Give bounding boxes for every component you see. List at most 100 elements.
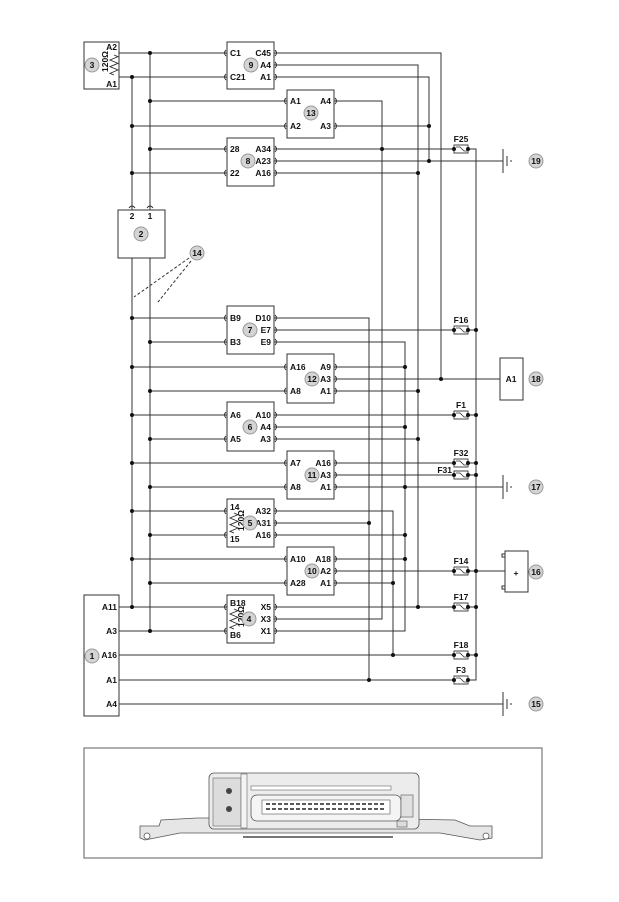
junction-dot	[452, 569, 456, 573]
pin-label: A3	[320, 374, 331, 384]
connector-plug-icon	[274, 603, 277, 611]
connector-plug-icon	[334, 122, 337, 130]
junction-dot	[130, 413, 134, 417]
junction-dot	[474, 413, 478, 417]
connector-socket-icon	[224, 314, 227, 322]
pin-label: E7	[261, 325, 272, 335]
pin-label: A1	[290, 96, 301, 106]
resistor-icon	[228, 512, 240, 534]
junction-dot	[416, 389, 420, 393]
fuse-label: F16	[454, 315, 469, 325]
fuse-icon	[453, 650, 469, 660]
fuse-icon	[453, 566, 469, 576]
junction-dot	[466, 473, 470, 477]
pin-label: A9	[320, 362, 331, 372]
fuse-link	[456, 472, 467, 478]
pin-label: A8	[290, 386, 301, 396]
fuse-link	[456, 677, 467, 683]
pin-label: A4	[260, 422, 271, 432]
pin-label: 14	[230, 502, 240, 512]
component-number-badge	[189, 245, 205, 261]
junction-dot	[474, 569, 478, 573]
junction-dot	[403, 425, 407, 429]
connector-socket-icon	[146, 205, 154, 209]
connector-socket-icon	[224, 411, 227, 419]
component-number: 3	[90, 60, 95, 70]
pin-label: A31	[255, 518, 271, 528]
pin-label: A16	[255, 530, 271, 540]
junction-dot	[403, 557, 407, 561]
pin-label: A2	[106, 42, 117, 52]
fuse-label: F3	[456, 665, 466, 675]
fuse-icon	[453, 470, 469, 480]
pin-label: A2	[290, 121, 301, 131]
pin-label: E9	[261, 337, 272, 347]
fuse-link	[456, 412, 467, 418]
junction-dot	[148, 533, 152, 537]
component-number: 5	[248, 518, 253, 528]
junction-dot	[427, 124, 431, 128]
pin-label: A4	[320, 96, 331, 106]
connector-plug-icon	[274, 73, 277, 81]
junction-dot	[148, 51, 152, 55]
connector-socket-icon	[284, 483, 287, 491]
junction-dot	[130, 171, 134, 175]
fuse-link	[456, 146, 467, 152]
connector-plug-icon	[334, 471, 337, 479]
component-number: 6	[248, 422, 253, 432]
connector-plug-icon	[274, 145, 277, 153]
connector-plug-icon	[334, 579, 337, 587]
resistance-label: 120Ω	[100, 51, 110, 72]
pin-label: A28	[290, 578, 306, 588]
fuse-icon	[453, 410, 469, 420]
junction-dot	[380, 147, 384, 151]
junction-dot	[130, 75, 134, 79]
junction-dot	[130, 316, 134, 320]
connector-socket-icon	[224, 49, 227, 57]
ground-icon	[502, 692, 512, 716]
component-number: 16	[531, 567, 541, 577]
pin-label: A1	[320, 482, 331, 492]
connector-plug-icon	[274, 507, 277, 515]
fuse-label: F25	[454, 134, 469, 144]
connector-socket-icon	[128, 205, 136, 209]
pin-label: A10	[290, 554, 306, 564]
pin-label: A11	[102, 602, 117, 612]
component-number-badge	[304, 371, 320, 387]
fuse-link	[456, 327, 467, 333]
junction-dot	[466, 328, 470, 332]
connector-plug-icon	[274, 314, 277, 322]
component-number: 14	[192, 248, 202, 258]
connector-plug-icon	[334, 483, 337, 491]
junction-dot	[130, 461, 134, 465]
pin-label: A2	[320, 566, 331, 576]
connector-plug-icon	[274, 519, 277, 527]
pin-label: X5	[261, 602, 272, 612]
pin-label: A6	[230, 410, 241, 420]
pin-label: A1	[506, 374, 517, 384]
pin-label: X3	[261, 614, 272, 624]
component-number-badge	[242, 515, 258, 531]
junction-dot	[148, 147, 152, 151]
junction-dot	[367, 678, 371, 682]
component-18-box	[499, 357, 524, 401]
connector-socket-icon	[224, 435, 227, 443]
component-number: 2	[139, 229, 144, 239]
pin-label: A16	[290, 362, 306, 372]
junction-dot	[466, 605, 470, 609]
component-number: 17	[531, 482, 541, 492]
connector-plug-icon	[334, 97, 337, 105]
connector-plug-icon	[334, 387, 337, 395]
pin-label: C21	[230, 72, 246, 82]
ecu-illustration	[83, 747, 543, 859]
component-number-badge	[84, 57, 100, 73]
connector-plug-icon	[274, 49, 277, 57]
junction-dots	[130, 51, 478, 682]
fuse-link	[456, 604, 467, 610]
junction-dot	[452, 413, 456, 417]
fuse-label: F31	[437, 465, 452, 475]
junction-dot	[391, 581, 395, 585]
component-number: 11	[308, 470, 317, 480]
pin-label: A18	[315, 554, 331, 564]
component-number-badge	[528, 371, 544, 387]
